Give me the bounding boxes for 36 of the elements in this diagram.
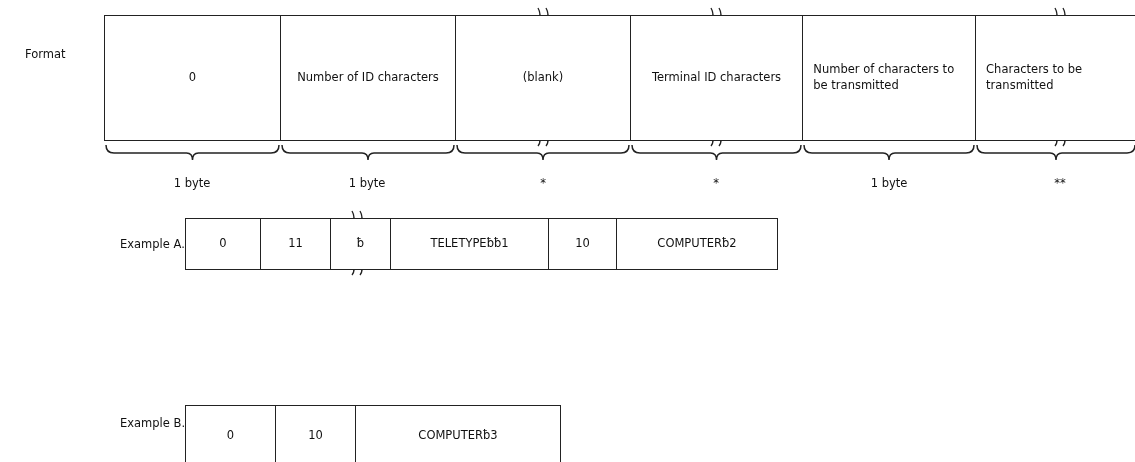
size-label: 1 byte — [870, 176, 908, 190]
field-text: 10 — [308, 428, 323, 444]
field-text: Number of ID characters — [297, 70, 439, 86]
field-text: Characters to be transmitted — [986, 62, 1084, 94]
footnote-mark: * — [540, 176, 546, 190]
field-box — [630, 15, 803, 141]
size-label: 1 byte — [173, 176, 211, 190]
field-text: 10 — [575, 236, 590, 252]
field-text: (blank) — [522, 70, 564, 86]
field-box — [104, 15, 281, 141]
field-text: COMPUTERƀ2 — [657, 236, 737, 252]
field-box — [390, 218, 549, 270]
footnote-mark: ** — [1054, 176, 1066, 190]
footnote-mark: * — [713, 176, 719, 190]
field-box — [330, 218, 391, 270]
field-box — [455, 15, 631, 141]
field-text: 0 — [188, 70, 197, 86]
field-box — [260, 218, 331, 270]
size-label: 1 byte — [348, 176, 386, 190]
field-text: Number of characters to be transmitted — [813, 62, 956, 94]
field-text: 0 — [226, 428, 235, 444]
field-box — [185, 218, 261, 270]
field-text: TELETYPEƀƀ1 — [430, 236, 509, 252]
field-box — [355, 405, 561, 462]
field-box — [548, 218, 617, 270]
field-box — [280, 15, 456, 141]
field-box — [975, 15, 1135, 141]
row-label: Format — [25, 47, 66, 61]
field-text: 0 — [219, 236, 227, 252]
field-box — [185, 405, 276, 462]
field-text: 11 — [288, 236, 303, 252]
field-text: Terminal ID characters — [651, 70, 782, 86]
field-box — [616, 218, 778, 270]
field-text: ƀ — [356, 236, 365, 252]
field-box — [802, 15, 976, 141]
field-text: COMPUTERƀ3 — [418, 428, 498, 444]
